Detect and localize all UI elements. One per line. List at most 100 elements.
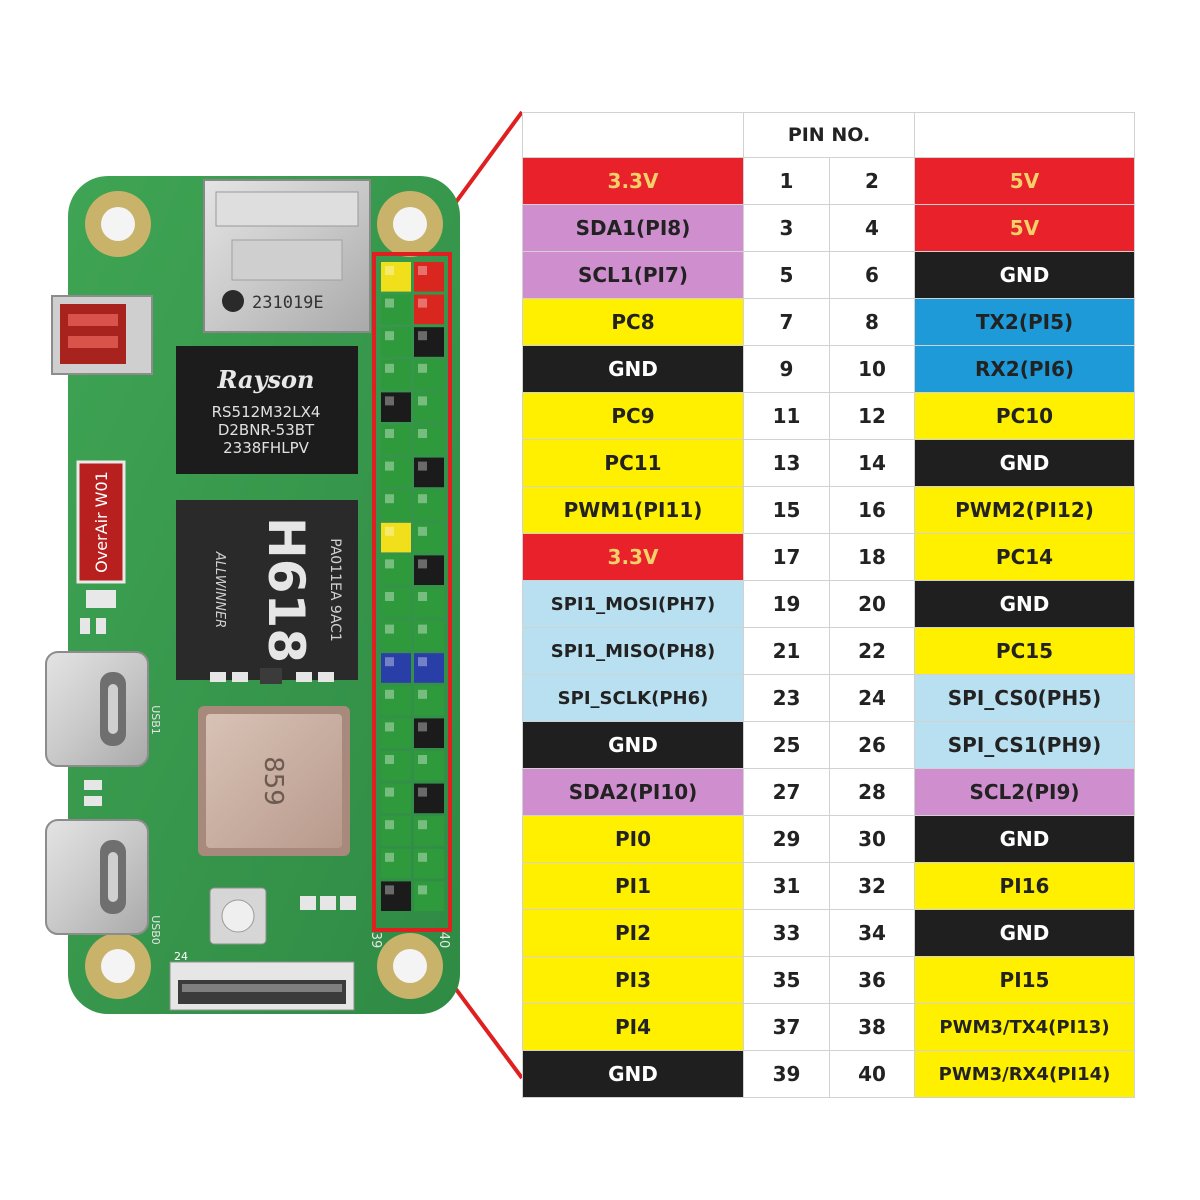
pin-left-number: 23 bbox=[743, 674, 830, 722]
header-pin-highlight bbox=[385, 885, 394, 895]
pin-left-label: PI3 bbox=[522, 956, 744, 1004]
header-pin bbox=[414, 522, 444, 553]
pin-right-number: 16 bbox=[829, 486, 915, 534]
header-pin-highlight bbox=[418, 429, 427, 438]
header-pin-highlight bbox=[385, 494, 394, 504]
header-pin-highlight bbox=[418, 494, 427, 504]
pin-right-number: 18 bbox=[829, 533, 915, 581]
header-pin-highlight bbox=[385, 689, 394, 699]
pin-right-number: 8 bbox=[829, 298, 915, 346]
header-pin bbox=[414, 881, 444, 911]
pin-right-label: GND bbox=[914, 909, 1135, 957]
ram-brand: Rayson bbox=[217, 365, 315, 394]
pin-left-number: 15 bbox=[743, 486, 830, 534]
antenna-component: OverAir W01 bbox=[76, 460, 126, 608]
header-left-blank bbox=[522, 112, 744, 158]
pin-left-label: PI1 bbox=[522, 862, 744, 910]
pin-left-number: 11 bbox=[743, 392, 830, 440]
header-pin-highlight bbox=[418, 363, 427, 373]
pin-left-label: SDA1(PI8) bbox=[522, 204, 744, 252]
pin-left-label: PI2 bbox=[522, 909, 744, 957]
header-pin-highlight bbox=[385, 526, 394, 536]
header-pin-highlight bbox=[418, 592, 427, 601]
pin-left-number: 39 bbox=[743, 1050, 830, 1098]
header-pin-highlight bbox=[385, 461, 394, 471]
pin-left-number: 27 bbox=[743, 768, 830, 816]
header-pin bbox=[414, 327, 444, 357]
pin-left-number: 3 bbox=[743, 204, 830, 252]
header-pin bbox=[381, 588, 411, 618]
fpc-label: 24 bbox=[174, 950, 188, 963]
pin-left-number: 5 bbox=[743, 251, 830, 299]
header-pin-highlight bbox=[385, 396, 394, 406]
usb1-label: USB1 bbox=[149, 705, 162, 735]
pin-left-label: GND bbox=[522, 1050, 744, 1098]
pin-left-number: 17 bbox=[743, 533, 830, 581]
header-pin bbox=[381, 848, 411, 879]
pin-right-label: SPI_CS0(PH5) bbox=[914, 674, 1135, 722]
soc-chip: H618 ALLWINNER PA011EA 9AC1 bbox=[176, 500, 358, 680]
pin-left-label: PI4 bbox=[522, 1003, 744, 1051]
pin-left-number: 35 bbox=[743, 956, 830, 1004]
ram-line-2: D2BNR-53BT bbox=[218, 421, 315, 439]
header-pin-highlight bbox=[385, 363, 394, 373]
header-pin-highlight bbox=[418, 559, 427, 569]
header-pin bbox=[414, 620, 444, 651]
pin-right-number: 10 bbox=[829, 345, 915, 393]
header-pin-highlight bbox=[418, 787, 427, 797]
header-pin bbox=[381, 620, 411, 651]
pin-right-number: 40 bbox=[829, 1050, 915, 1098]
pin-right-number: 6 bbox=[829, 251, 915, 299]
header-pin bbox=[381, 718, 411, 748]
header-pin-highlight bbox=[418, 820, 427, 830]
header-pin-highlight bbox=[418, 298, 427, 308]
pin-left-number: 7 bbox=[743, 298, 830, 346]
header-pin bbox=[381, 751, 411, 781]
header-pin-highlight bbox=[418, 689, 427, 699]
sd-card-slot: 231019E bbox=[203, 179, 371, 333]
mini-hdmi-connector bbox=[51, 295, 153, 375]
sd-card-code: 231019E bbox=[252, 293, 324, 313]
pin-right-label: 5V bbox=[914, 157, 1135, 205]
pin-right-number: 26 bbox=[829, 721, 915, 769]
ram-line-3: 2338FHLPV bbox=[223, 439, 309, 457]
header-pin bbox=[381, 522, 411, 553]
header-pin bbox=[381, 262, 411, 292]
header-pin bbox=[414, 392, 444, 422]
pin-left-label: SPI_SCLK(PH6) bbox=[522, 674, 744, 722]
ram-chip: Rayson RS512M32LX4 D2BNR-53BT 2338FHLPV bbox=[176, 346, 358, 474]
pin-left-label: SPI1_MISO(PH8) bbox=[522, 627, 744, 675]
pin-label-39: 39 bbox=[368, 932, 383, 949]
header-pin bbox=[381, 457, 411, 488]
header-pin bbox=[381, 327, 411, 357]
pin-right-number: 4 bbox=[829, 204, 915, 252]
header-pin bbox=[414, 718, 444, 748]
pin-right-label: PWM2(PI12) bbox=[914, 486, 1135, 534]
pin-label-40: 40 bbox=[436, 932, 451, 949]
pin-right-label: SCL2(PI9) bbox=[914, 768, 1135, 816]
soc-name: H618 bbox=[257, 517, 315, 663]
pin-right-number: 28 bbox=[829, 768, 915, 816]
pin-left-label: GND bbox=[522, 345, 744, 393]
pin-left-number: 29 bbox=[743, 815, 830, 863]
usb0-label: USB0 bbox=[149, 915, 162, 945]
pin-left-number: 13 bbox=[743, 439, 830, 487]
header-pin-highlight bbox=[418, 885, 427, 895]
pin-right-number: 24 bbox=[829, 674, 915, 722]
header-pin bbox=[414, 490, 444, 520]
header-pin-highlight bbox=[385, 624, 394, 634]
header-pin-highlight bbox=[418, 624, 427, 634]
pin-left-label: PC8 bbox=[522, 298, 744, 346]
pin-right-label: GND bbox=[914, 580, 1135, 628]
fpc-connector: 24 bbox=[169, 950, 355, 1011]
pin-left-label: PC9 bbox=[522, 392, 744, 440]
pin-left-label: 3.3V bbox=[522, 157, 744, 205]
